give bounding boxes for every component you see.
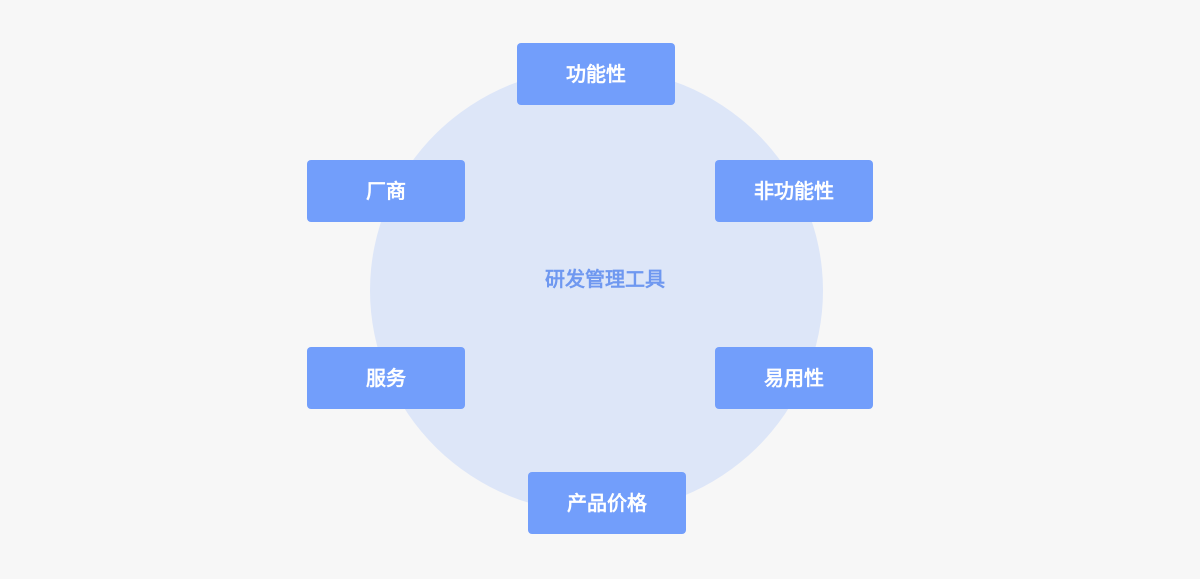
node-usability: 易用性 <box>715 347 873 409</box>
node-product-price: 产品价格 <box>528 472 686 534</box>
node-non-functionality: 非功能性 <box>715 160 873 222</box>
central-circle <box>370 68 823 513</box>
node-functionality: 功能性 <box>517 43 675 105</box>
center-label: 研发管理工具 <box>545 267 665 291</box>
node-vendor: 厂商 <box>307 160 465 222</box>
node-service: 服务 <box>307 347 465 409</box>
